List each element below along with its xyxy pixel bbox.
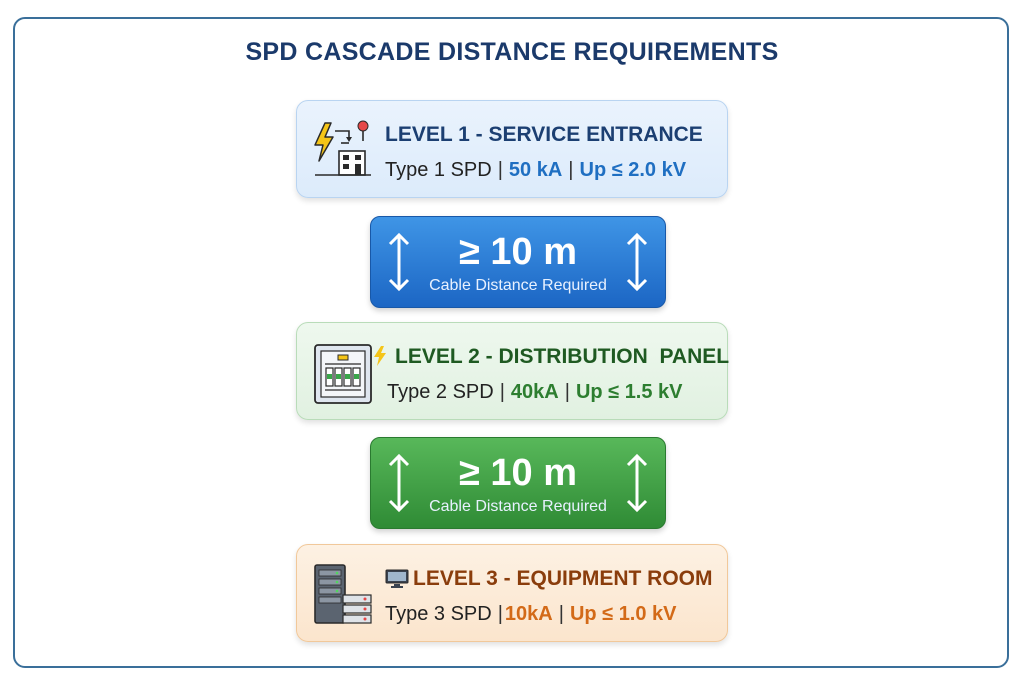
level-3-heading: LEVEL 3 - EQUIPMENT ROOM (385, 567, 712, 591)
distance-value-1: ≥ 10 m (458, 231, 578, 273)
level-3-type: Type 3 SPD (385, 603, 492, 625)
distance-label-2: Cable Distance Required (429, 498, 607, 515)
double-arrow-icon (388, 232, 410, 292)
double-arrow-icon (626, 232, 648, 292)
level-1-voltage: Up ≤ 2.0 kV (579, 159, 687, 181)
level-1-card: LEVEL 1 - SERVICE ENTRANCE Type 1 SPD|50… (296, 100, 728, 198)
level-3-voltage: Up ≤ 1.0 kV (569, 603, 677, 625)
cable-distance-badge-1: ≥ 10 m Cable Distance Required (370, 216, 666, 308)
level-2-current: 40kA (510, 381, 559, 403)
level-1-spec: Type 1 SPD|50 kA|Up ≤ 2.0 kV (385, 159, 686, 182)
lightning-building-icon (314, 120, 371, 176)
level-3-heading-text: LEVEL 3 - EQUIPMENT ROOM (413, 567, 713, 590)
separator: | (497, 159, 503, 181)
separator: | (568, 159, 574, 181)
level-3-current: 10kA (504, 603, 553, 625)
level-3-card: LEVEL 3 - EQUIPMENT ROOM Type 3 SPD|10kA… (296, 544, 728, 642)
level-2-voltage: Up ≤ 1.5 kV (575, 381, 683, 403)
monitor-icon (385, 569, 409, 589)
distance-label-1: Cable Distance Required (429, 277, 607, 294)
separator: | (499, 381, 505, 403)
level-3-spec: Type 3 SPD|10kA|Up ≤ 1.0 kV (385, 603, 677, 626)
level-2-heading-text: LEVEL 2 - DISTRIBUTION PANEL (395, 345, 730, 368)
level-2-type: Type 2 SPD (387, 381, 494, 403)
separator: | (564, 381, 570, 403)
double-arrow-icon (626, 453, 648, 513)
double-arrow-icon (388, 453, 410, 513)
distance-value-2: ≥ 10 m (458, 452, 578, 494)
distribution-panel-icon (314, 344, 372, 404)
level-2-spec: Type 2 SPD|40kA|Up ≤ 1.5 kV (387, 381, 683, 404)
separator: | (497, 603, 503, 625)
diagram-title: SPD CASCADE DISTANCE REQUIREMENTS (245, 38, 779, 66)
level-1-current: 50 kA (508, 159, 563, 181)
level-1-heading: LEVEL 1 - SERVICE ENTRANCE (385, 123, 703, 146)
level-2-heading: LEVEL 2 - DISTRIBUTION PANEL (374, 345, 730, 369)
level-2-card: LEVEL 2 - DISTRIBUTION PANEL Type 2 SPD|… (296, 322, 730, 420)
separator: | (558, 603, 564, 625)
cable-distance-badge-2: ≥ 10 m Cable Distance Required (370, 437, 666, 529)
lightning-icon (374, 346, 386, 366)
level-1-type: Type 1 SPD (385, 159, 492, 181)
server-rack-icon (314, 564, 372, 624)
